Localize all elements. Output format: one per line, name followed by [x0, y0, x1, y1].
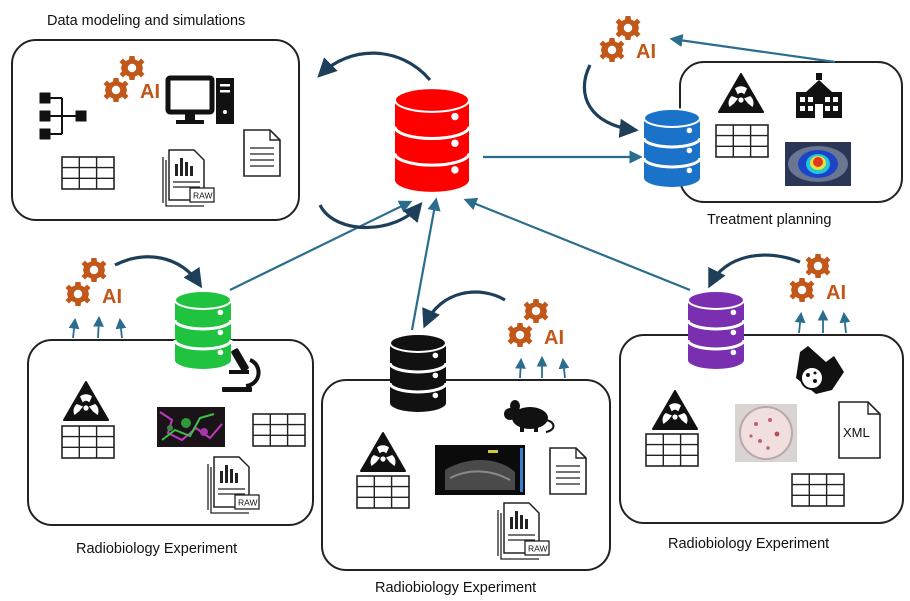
petri-dish-image [735, 404, 797, 462]
computer-icon [165, 75, 234, 124]
svg-text:AI: AI [140, 81, 160, 103]
raw-data-icon: RAW [207, 456, 260, 514]
table-icon [61, 156, 115, 190]
table-icon [715, 124, 769, 158]
tree-diagram-icon [39, 92, 87, 140]
svg-text:RAW: RAW [528, 544, 548, 554]
treatment-database-icon [642, 108, 702, 187]
svg-text:XML: XML [843, 425, 870, 440]
right-database-icon [686, 290, 746, 369]
xml-file-icon: XML [838, 401, 881, 459]
svg-text:AI: AI [544, 327, 564, 349]
hospital-icon [796, 73, 842, 118]
label-experiment-left: Radiobiology Experiment [76, 541, 237, 557]
raw-data-icon: RAW [497, 502, 550, 560]
glove-cells-icon [796, 346, 844, 394]
table-icon [791, 473, 845, 507]
label-treatment: Treatment planning [707, 212, 831, 228]
ai-gear-icon: AI [599, 16, 656, 63]
ai-gear-icon: AI [103, 56, 160, 103]
table-icon [61, 425, 115, 459]
svg-text:AI: AI [826, 282, 846, 304]
microscope-icon [222, 348, 261, 392]
central-database-icon [393, 87, 471, 192]
svg-text:RAW: RAW [193, 191, 213, 201]
data-flow-arrows [229, 33, 836, 331]
table-icon [252, 413, 306, 447]
dose-map-image [785, 142, 851, 186]
ai-gear-icon: AI [507, 299, 564, 349]
fluorescence-image [157, 407, 225, 447]
table-icon [645, 433, 699, 467]
document-icon [243, 129, 281, 177]
left-database-icon [173, 290, 233, 369]
document-icon [549, 447, 587, 495]
ai-gear-icon: AI [789, 254, 846, 304]
table-icon [356, 475, 410, 509]
svg-text:AI: AI [102, 286, 122, 308]
svg-text:AI: AI [636, 41, 656, 63]
curved-arrows [114, 51, 801, 329]
label-experiment-right: Radiobiology Experiment [668, 536, 829, 552]
mouse-icon [504, 400, 555, 433]
raw-data-icon: RAW [162, 149, 215, 207]
label-modeling: Data modeling and simulations [47, 13, 245, 29]
ai-gear-icon: AI [65, 258, 122, 308]
upload-arrows [68, 309, 851, 379]
middle-database-icon [388, 333, 448, 412]
svg-text:RAW: RAW [238, 498, 258, 508]
ultrasound-image [435, 445, 525, 495]
label-experiment-middle: Radiobiology Experiment [375, 580, 536, 596]
